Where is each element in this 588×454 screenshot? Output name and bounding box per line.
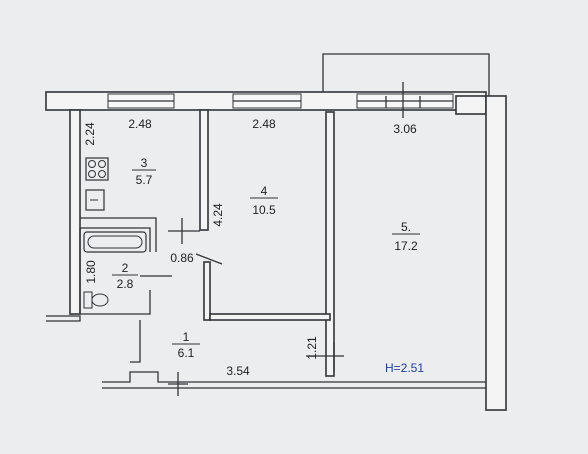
room-2-area: 2.8: [117, 277, 134, 291]
bottom-wall: [102, 371, 486, 396]
room-1-area: 6.1: [178, 346, 195, 360]
dim-bath-door: 0.86: [170, 251, 194, 265]
balcony: [322, 53, 490, 96]
dim-hall-length: 3.54: [226, 364, 250, 378]
room-4-number: 4: [261, 184, 268, 198]
room-5-area: 17.2: [394, 239, 418, 253]
dim-hall-depth: 1.21: [305, 336, 319, 360]
dim-room4-depth: 4.24: [211, 203, 225, 227]
room-4-area: 10.5: [252, 203, 276, 217]
dim-kitchen-depth: 2.24: [83, 122, 97, 146]
dim-bath-depth: 1.80: [84, 260, 98, 284]
stove-icon: [85, 157, 109, 181]
dim-room4-width: 2.48: [252, 117, 276, 131]
room-2-number: 2: [122, 261, 129, 275]
sink-icon: [85, 189, 105, 211]
left-exterior-wall: [46, 109, 81, 322]
room-3-number: 3: [141, 156, 148, 170]
dim-kitchen-width: 2.48: [128, 117, 152, 131]
ceiling-height-label: H=2.51: [385, 361, 424, 375]
toilet-icon: [83, 291, 109, 309]
dim-room5-width: 3.06: [393, 122, 417, 136]
room-5-number: 5.: [401, 220, 411, 234]
right-exterior-wall: [485, 95, 507, 411]
top-exterior-wall: [45, 82, 487, 118]
interior-partitions: [79, 109, 344, 377]
room-1-number: 1: [183, 330, 190, 344]
bathtub-icon: [83, 231, 147, 253]
room-3-area: 5.7: [136, 173, 153, 187]
